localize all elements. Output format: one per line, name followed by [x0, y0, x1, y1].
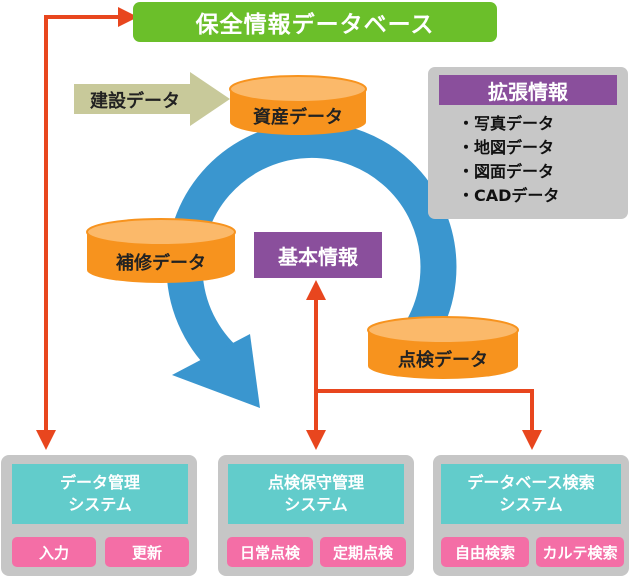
extension-item-cad: CADデータ [458, 184, 559, 208]
cycle-arrow [166, 121, 457, 381]
free-search-button[interactable]: 自由検索 [441, 537, 529, 567]
input-button[interactable]: 入力 [12, 537, 96, 567]
cylinder-hoshu [86, 218, 236, 283]
page-title: 保全情報データベース [133, 2, 497, 42]
system-title-line2: システム [68, 495, 132, 514]
daily-inspection-button[interactable]: 日常点検 [227, 537, 313, 567]
extension-item-photo: 写真データ [458, 112, 559, 136]
extension-title: 拡張情報 [439, 75, 617, 105]
periodic-inspection-button[interactable]: 定期点検 [320, 537, 406, 567]
shisan-label: 資産データ [253, 107, 343, 128]
system-title-search: データベース検索 システム [441, 464, 621, 524]
system-title-inspection: 点検保守管理 システム [228, 464, 404, 524]
update-button[interactable]: 更新 [105, 537, 189, 567]
hoshu-label: 補修データ [116, 253, 206, 274]
tenken-label: 点検データ [398, 350, 488, 371]
extension-list: 写真データ 地図データ 図面データ CADデータ [458, 112, 559, 208]
karte-search-button[interactable]: カルテ検索 [536, 537, 624, 567]
connector-top-left [36, 7, 138, 450]
system-title-line2: システム [499, 495, 563, 514]
system-title-line1: データ管理 [59, 473, 140, 492]
connector-right [316, 389, 542, 450]
kenchiku-label: 建設データ [90, 91, 180, 112]
system-title-data-management: データ管理 システム [12, 464, 188, 524]
extension-item-drawing: 図面データ [458, 160, 559, 184]
cycle-arrowhead [172, 334, 260, 408]
system-title-line1: 点検保守管理 [267, 473, 364, 492]
kihon-box: 基本情報 [254, 232, 382, 278]
system-title-line2: システム [284, 495, 348, 514]
extension-item-map: 地図データ [458, 136, 559, 160]
cylinder-shisan [229, 75, 367, 135]
system-title-line1: データベース検索 [467, 473, 595, 492]
cylinder-tenken [367, 316, 519, 379]
